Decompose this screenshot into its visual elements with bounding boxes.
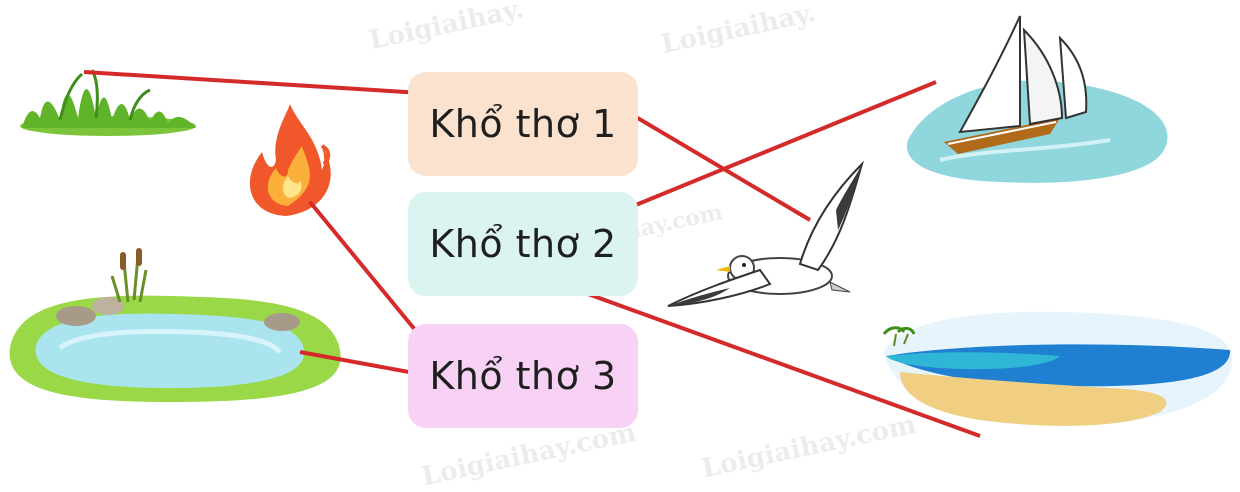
connector-pond-khotho3	[299, 350, 421, 376]
stanza-2-box: Khổ thơ 2	[408, 192, 638, 296]
beach-picture	[882, 311, 1233, 426]
pictures-layer	[9, 15, 1233, 426]
sailboat-picture	[906, 15, 1168, 183]
connector-khotho1-seagull	[612, 102, 812, 222]
grass-picture	[20, 69, 196, 136]
connector-khotho2-sailboat	[603, 80, 937, 220]
stanza-3-label: Khổ thơ 3	[429, 354, 617, 398]
connector-fire-khotho3	[308, 200, 432, 350]
stanza-2-label: Khổ thơ 2	[429, 222, 617, 266]
pond-picture	[9, 248, 341, 402]
connector-khotho2-beach	[565, 284, 981, 438]
connector-lines	[83, 70, 981, 438]
fire-picture	[249, 104, 331, 216]
connector-grass-khotho1	[83, 70, 439, 96]
stanza-3-box: Khổ thơ 3	[408, 324, 638, 428]
stanza-1-box: Khổ thơ 1	[408, 72, 638, 176]
stanza-1-label: Khổ thơ 1	[429, 102, 617, 146]
seagull-picture	[667, 160, 865, 307]
matching-exercise: Loigiaihay. Loigiaihay. Loigiaihay.com L…	[9, 0, 1233, 492]
